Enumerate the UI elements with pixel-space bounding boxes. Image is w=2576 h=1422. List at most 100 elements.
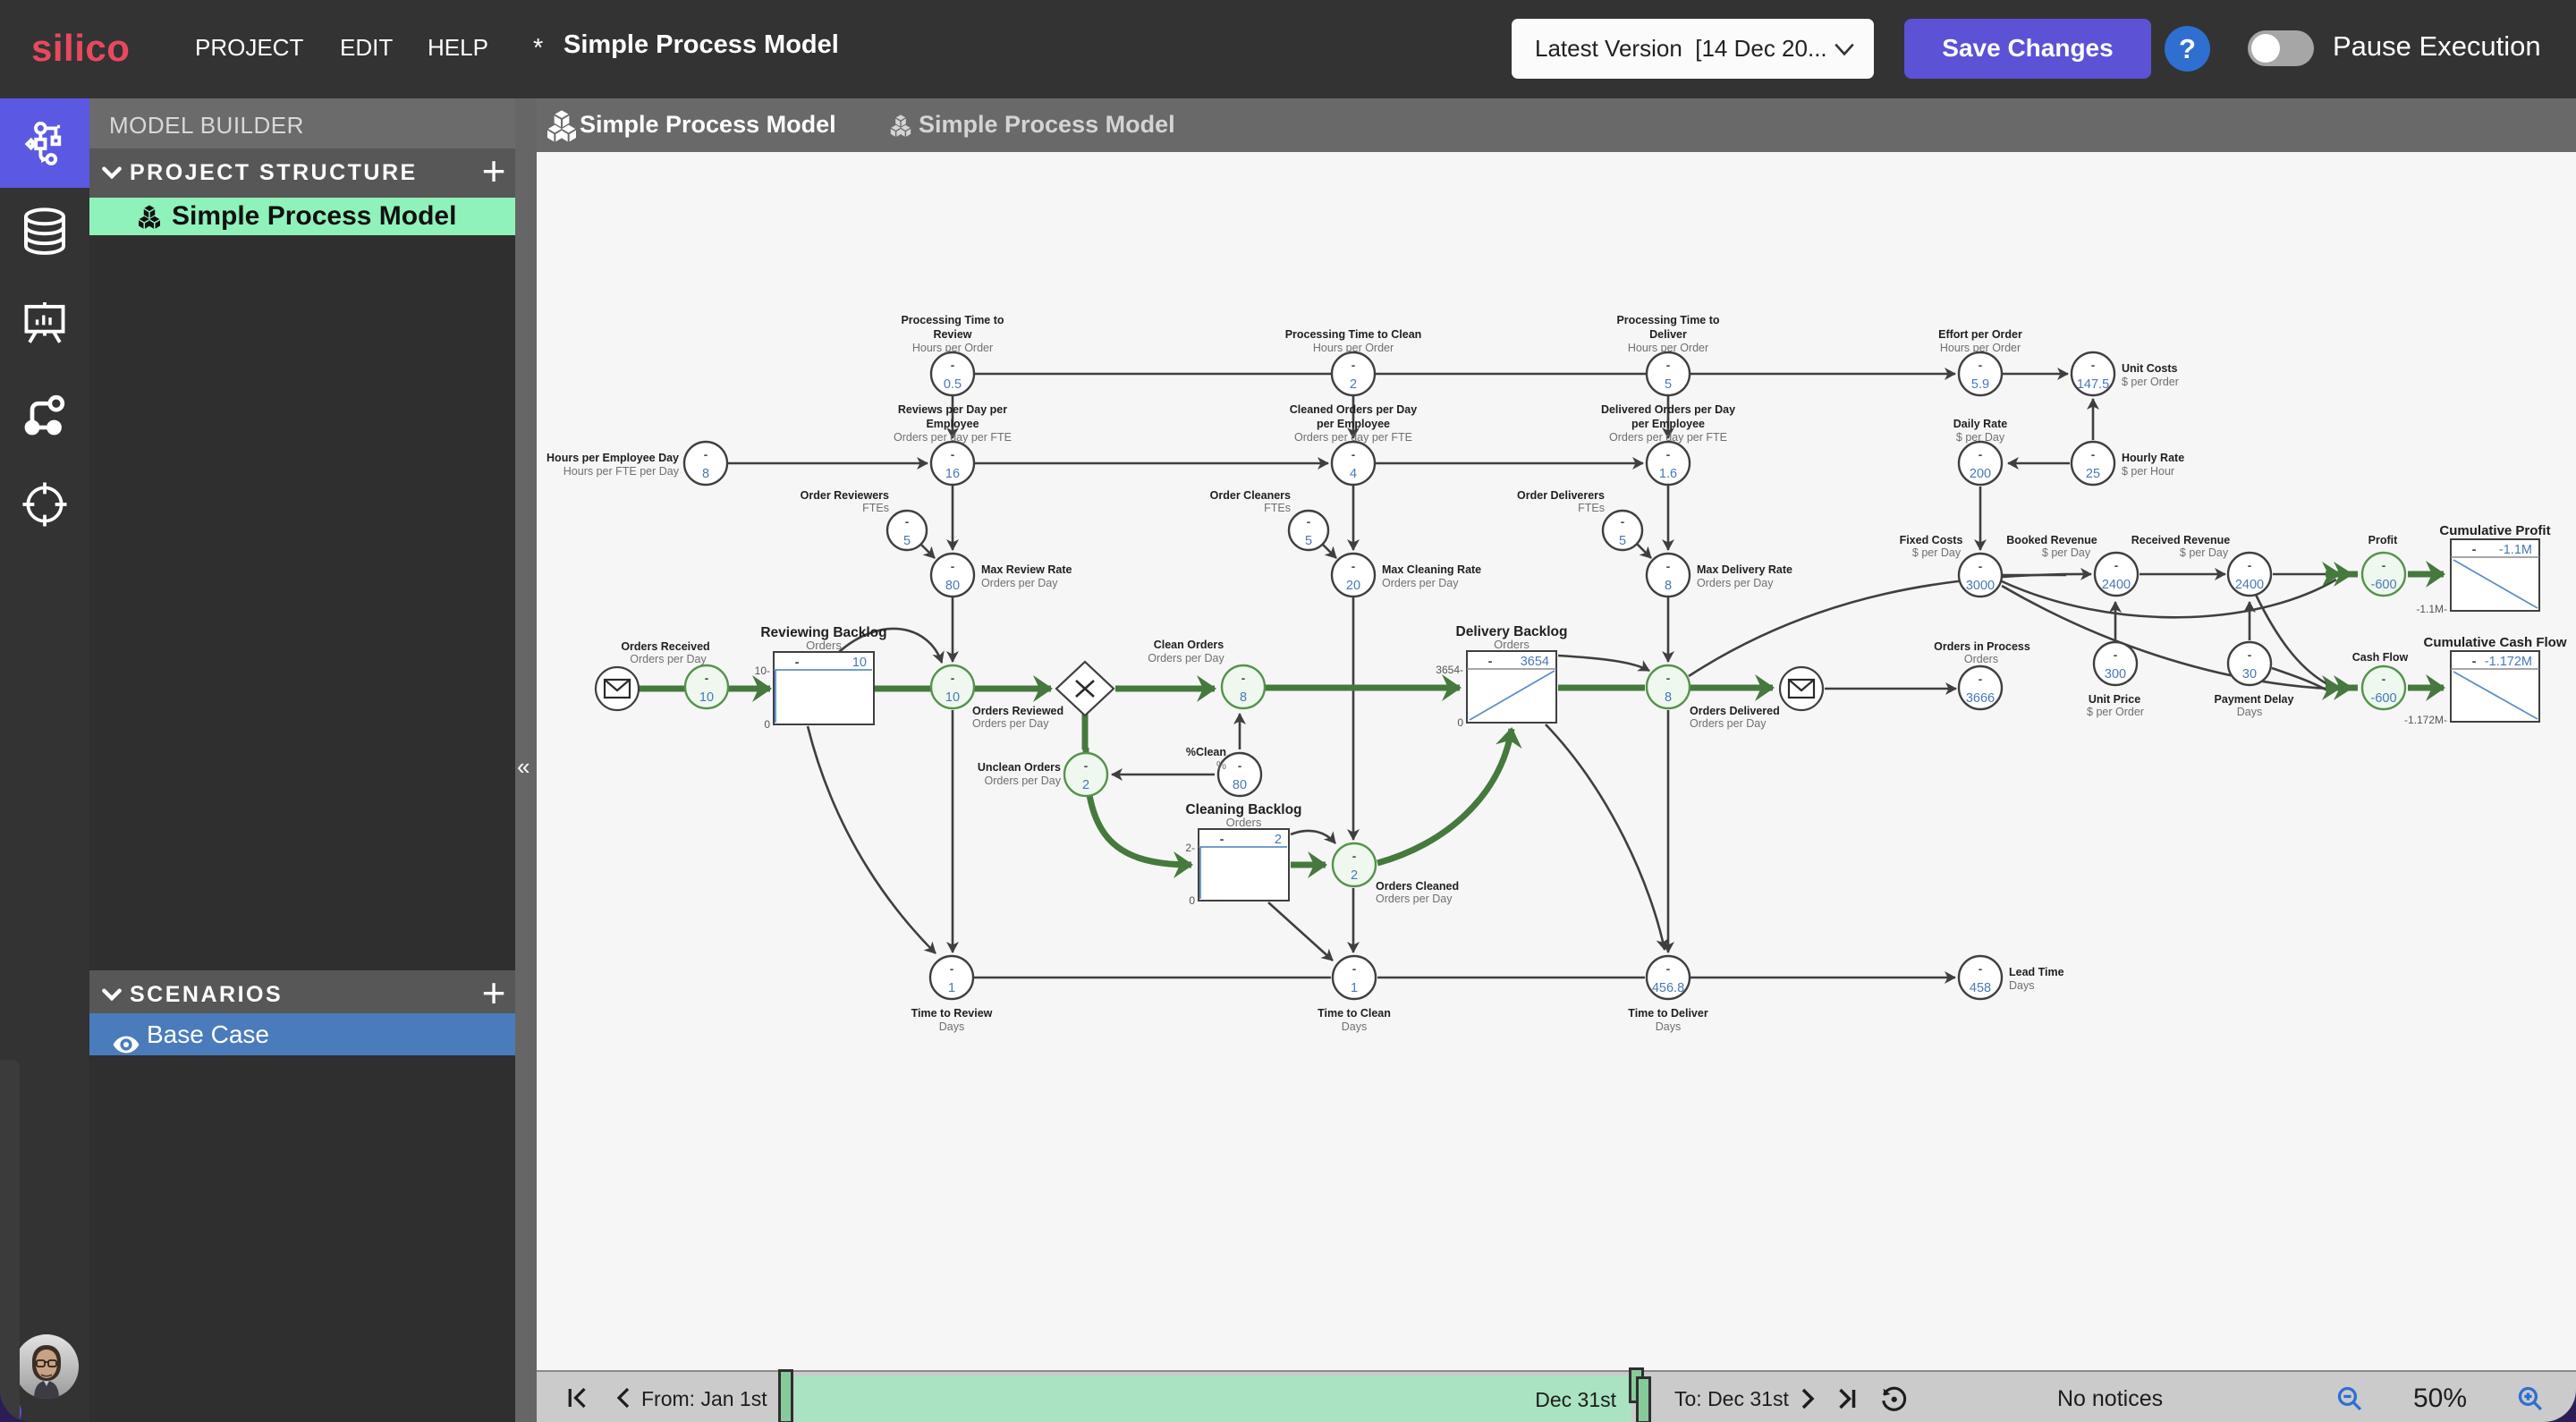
svg-text:-: -	[1352, 560, 1356, 573]
svg-text:-: -	[1666, 359, 1671, 372]
svg-text:Orders Cleaned: Orders Cleaned	[1376, 880, 1459, 893]
svg-text:-: -	[1979, 448, 1983, 461]
svg-text:5: 5	[1665, 377, 1672, 392]
svg-text:Orders per day per FTE: Orders per day per FTE	[894, 431, 1012, 444]
svg-text:Days: Days	[2237, 706, 2262, 718]
svg-text:-1.172M: -1.172M	[2485, 655, 2532, 669]
svg-text:-: -	[905, 515, 910, 529]
svg-text:10: 10	[945, 690, 960, 705]
svg-text:Order Deliverers: Order Deliverers	[1517, 489, 1605, 502]
svg-text:2400: 2400	[2235, 578, 2264, 592]
svg-text:Orders: Orders	[1226, 816, 1262, 829]
svg-text:Hours per Order: Hours per Order	[912, 342, 993, 354]
svg-text:Clean Orders: Clean Orders	[1154, 639, 1224, 651]
svg-text:Orders: Orders	[1964, 653, 1998, 665]
svg-text:-: -	[1666, 962, 1671, 976]
svg-text:2: 2	[1275, 833, 1282, 847]
svg-text:-: -	[1666, 672, 1671, 685]
svg-text:Orders per Day: Orders per Day	[981, 577, 1058, 589]
svg-text:-: -	[704, 448, 708, 461]
svg-text:per Employee: per Employee	[1631, 418, 1705, 430]
svg-text:Received Revenue: Received Revenue	[2131, 534, 2231, 546]
svg-text:-: -	[1979, 962, 1983, 976]
svg-text:5: 5	[1619, 534, 1626, 548]
svg-text:Delivery Backlog: Delivery Backlog	[1456, 624, 1568, 639]
svg-text:-600: -600	[2370, 578, 2396, 592]
svg-text:Days: Days	[939, 1020, 964, 1033]
svg-text:Hours per Order: Hours per Order	[1628, 342, 1708, 354]
svg-text:2: 2	[1350, 377, 1357, 392]
svg-text:-: -	[1352, 850, 1357, 863]
svg-text:Cash Flow: Cash Flow	[2352, 651, 2409, 664]
svg-text:10-: 10-	[755, 664, 770, 677]
svg-text:Daily Rate: Daily Rate	[1953, 418, 2007, 430]
svg-text:$ per Order: $ per Order	[2087, 706, 2144, 718]
svg-text:8: 8	[702, 467, 709, 481]
svg-text:-: -	[1979, 359, 1983, 372]
svg-text:Hours per FTE per Day: Hours per FTE per Day	[564, 465, 680, 478]
svg-text:Time to Deliver: Time to Deliver	[1628, 1007, 1708, 1020]
svg-text:3666: 3666	[1966, 691, 1995, 706]
svg-text:5.9: 5.9	[1971, 377, 1989, 392]
svg-text:458: 458	[1970, 981, 1991, 995]
svg-text:Orders: Orders	[806, 639, 842, 652]
svg-text:$ per Hour: $ per Hour	[2122, 465, 2174, 478]
svg-text:-: -	[2114, 559, 2119, 572]
svg-text:FTEs: FTEs	[1578, 502, 1605, 514]
svg-text:Orders per Day: Orders per Day	[1382, 577, 1459, 589]
svg-text:Reviews per Day per: Reviews per Day per	[898, 403, 1007, 416]
svg-text:1.6: 1.6	[1659, 467, 1677, 481]
svg-text:-: -	[1238, 759, 1242, 773]
svg-text:Unit Costs: Unit Costs	[2122, 362, 2178, 375]
svg-text:-: -	[1352, 448, 1356, 461]
svg-text:Time to Clean: Time to Clean	[1318, 1007, 1391, 1020]
svg-text:Orders per day per FTE: Orders per day per FTE	[1294, 431, 1412, 444]
svg-text:Deliver: Deliver	[1649, 328, 1687, 341]
svg-text:-: -	[2472, 655, 2477, 669]
svg-text:Payment Delay: Payment Delay	[2215, 693, 2294, 706]
svg-text:0: 0	[1457, 716, 1463, 729]
svg-text:-: -	[951, 359, 955, 372]
svg-text:Orders Reviewed: Orders Reviewed	[972, 705, 1063, 717]
svg-text:$ per Day: $ per Day	[2180, 546, 2229, 559]
svg-text:20: 20	[1346, 579, 1360, 593]
svg-text:Reviewing Backlog: Reviewing Backlog	[760, 625, 886, 640]
svg-text:Booked Revenue: Booked Revenue	[2006, 534, 2097, 546]
svg-text:25: 25	[2086, 467, 2100, 481]
svg-text:-: -	[1979, 560, 1983, 573]
svg-text:Hourly Rate: Hourly Rate	[2122, 452, 2184, 464]
svg-text:$ per Day: $ per Day	[1912, 546, 1962, 559]
svg-text:Unclean Orders: Unclean Orders	[978, 761, 1061, 774]
svg-text:2400: 2400	[2102, 578, 2131, 592]
svg-text:8: 8	[1240, 690, 1247, 705]
svg-text:80: 80	[945, 579, 960, 593]
svg-text:8: 8	[1665, 579, 1672, 593]
svg-text:2-: 2-	[1185, 842, 1195, 854]
svg-text:5: 5	[903, 534, 911, 548]
svg-text:-: -	[1488, 655, 1493, 669]
svg-text:-: -	[2248, 559, 2252, 572]
svg-text:Orders Received: Orders Received	[621, 640, 709, 653]
svg-text:3654-: 3654-	[1436, 664, 1463, 676]
svg-text:80: 80	[1233, 778, 1247, 792]
svg-text:2: 2	[1082, 778, 1089, 792]
svg-text:-1.1M: -1.1M	[2499, 543, 2532, 557]
svg-text:FTEs: FTEs	[1264, 502, 1291, 514]
svg-text:-: -	[1621, 515, 1625, 529]
svg-text:Days: Days	[2009, 979, 2034, 992]
svg-text:8: 8	[1665, 690, 1672, 705]
svg-text:-: -	[951, 448, 955, 461]
svg-text:Days: Days	[1342, 1020, 1367, 1033]
svg-text:Fixed Costs: Fixed Costs	[1900, 534, 1963, 546]
svg-text:Processing Time to Clean: Processing Time to Clean	[1285, 328, 1422, 341]
svg-text:-600: -600	[2370, 691, 2396, 706]
svg-text:Days: Days	[1656, 1020, 1681, 1033]
svg-text:-: -	[1352, 359, 1356, 372]
svg-text:10: 10	[699, 690, 714, 705]
svg-text:Max Cleaning Rate: Max Cleaning Rate	[1382, 563, 1481, 576]
svg-text:300: 300	[2105, 667, 2126, 681]
svg-text:-: -	[2114, 648, 2118, 662]
svg-text:-: -	[1352, 962, 1357, 976]
svg-text:16: 16	[945, 467, 960, 481]
svg-text:Orders per Day: Orders per Day	[630, 653, 707, 665]
